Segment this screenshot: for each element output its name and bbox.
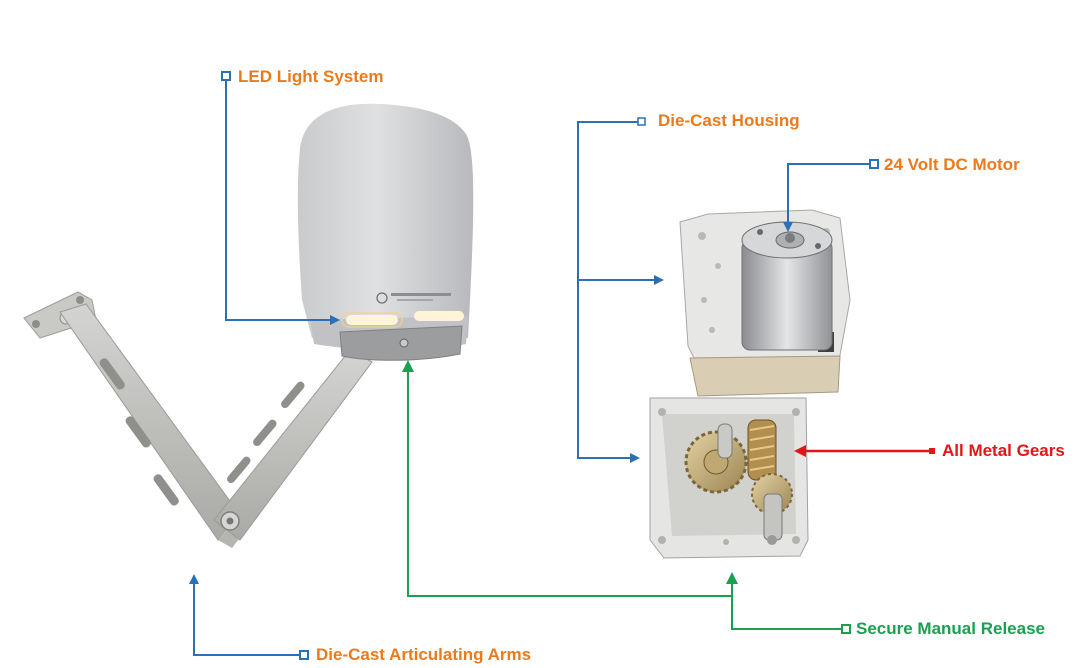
articulating-arm xyxy=(23,291,373,548)
label-all-metal-gears: All Metal Gears xyxy=(942,441,1065,460)
label-led-light-system: LED Light System xyxy=(238,67,384,86)
callout-arms xyxy=(189,574,309,660)
metal-gears xyxy=(684,419,793,545)
dc-motor xyxy=(741,221,833,351)
callout-housing xyxy=(577,117,664,463)
label-24-volt-dc-motor: 24 Volt DC Motor xyxy=(884,155,1020,174)
label-secure-manual-release: Secure Manual Release xyxy=(856,619,1045,638)
callout-release xyxy=(402,360,851,634)
label-die-cast-articulating-arms: Die-Cast Articulating Arms xyxy=(316,645,532,664)
callout-gears xyxy=(794,445,935,457)
label-die-cast-housing: Die-Cast Housing xyxy=(658,111,800,130)
callout-motor xyxy=(783,159,879,232)
callout-led xyxy=(221,71,340,325)
operator-body xyxy=(297,103,474,361)
